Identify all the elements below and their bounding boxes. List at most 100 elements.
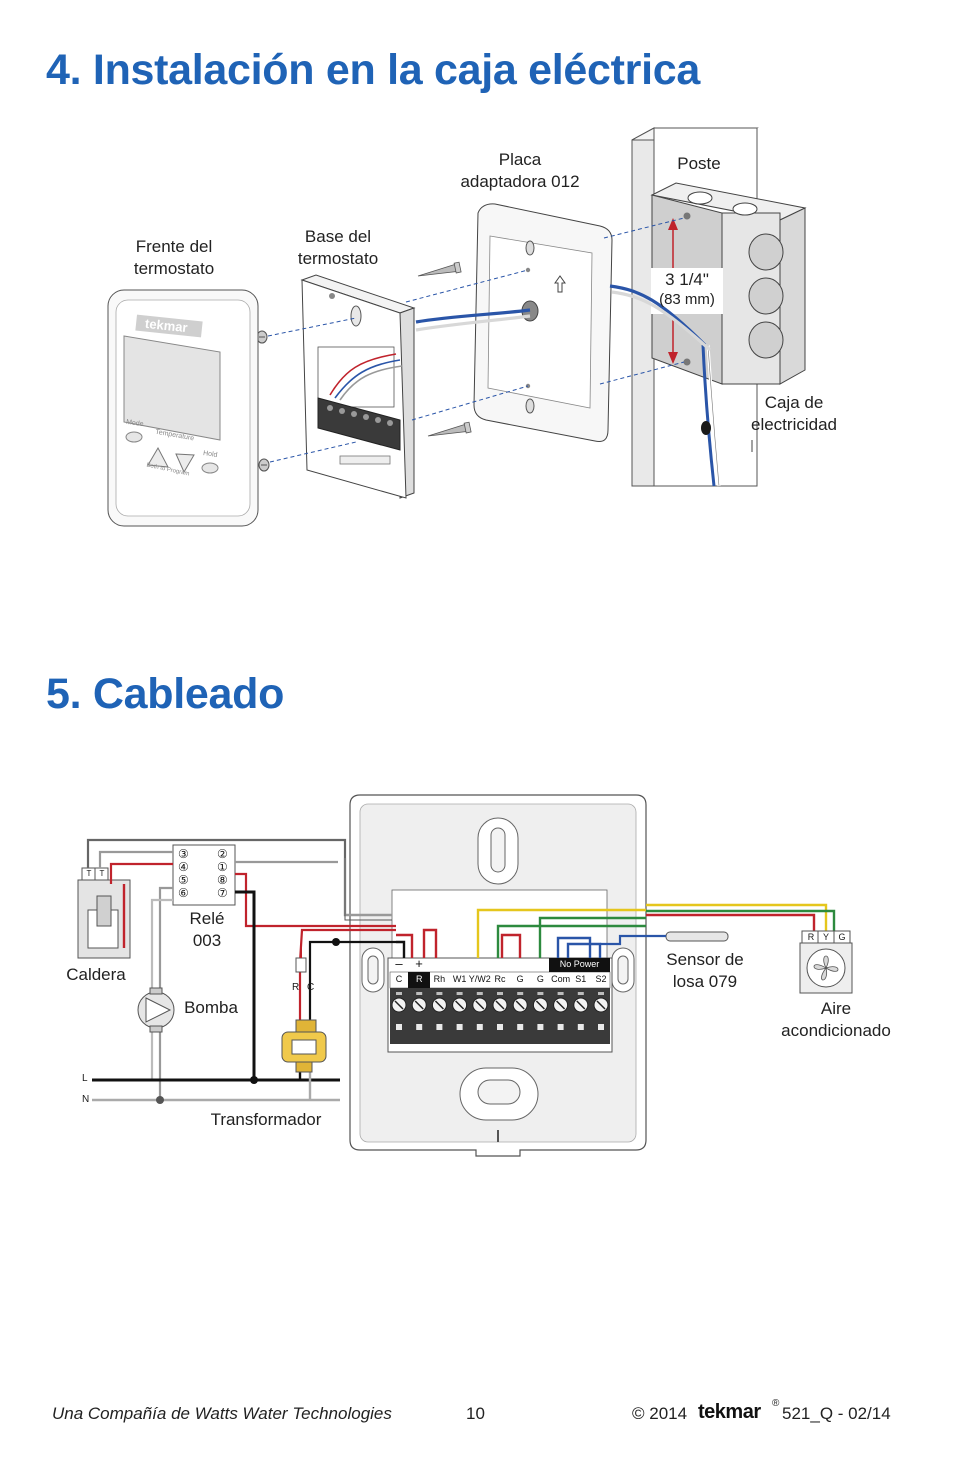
relay-label: Relé 003 [178, 908, 236, 952]
junction-dot-line [250, 1076, 258, 1084]
section-4-heading: 4. Instalación en la caja eléctrica [46, 46, 700, 95]
footer-copyright: © 2014 [632, 1404, 688, 1423]
terminal-screw-slot [394, 1000, 404, 1010]
terminal-peg [557, 1024, 564, 1030]
terminal-pegs [396, 992, 604, 1030]
terminal-peg-top [456, 992, 463, 995]
terminal-screw-slot [414, 1000, 424, 1010]
footer-registered-mark: ® [772, 1398, 780, 1409]
adapter-plate-graphic [473, 203, 712, 442]
terminal-label: C [395, 974, 403, 984]
dimension-metric: (83 mm) [659, 291, 715, 308]
ac-label-line2: acondicionado [781, 1021, 891, 1040]
terminal-peg [436, 1024, 443, 1030]
ac-term-g: G [838, 932, 846, 942]
section-4-title: Instalación en la caja eléctrica [92, 46, 700, 94]
footer-page-number: 10 [466, 1404, 485, 1423]
terminal-screw-slot [495, 1000, 505, 1010]
sensor-label-line1: Sensor de [666, 950, 744, 969]
dimension-arrow [651, 218, 723, 364]
terminal-screw-slot [576, 1000, 586, 1010]
transformer-term-r: R [292, 982, 300, 993]
terminal-label: Rh [433, 974, 446, 984]
terminal-label: S2 [595, 974, 607, 984]
terminal-peg [577, 1024, 584, 1030]
terminal-label: G [516, 974, 524, 984]
terminal-label: R [415, 974, 423, 984]
post-label: Poste [677, 154, 721, 173]
thermostat-front-graphic [107, 289, 259, 527]
base-label: Base del termostato [278, 226, 398, 270]
relay-label-line2: 003 [192, 931, 222, 950]
thermostat-base-graphic [300, 274, 531, 499]
terminal-peg-top [537, 992, 544, 995]
terminal-peg-top [476, 992, 483, 995]
terminal-label: S1 [575, 974, 587, 984]
ac-wires [646, 903, 836, 932]
relay-graphic [172, 844, 236, 906]
footer-brand-logo: tekmar [698, 1401, 761, 1423]
no-power-label: No Power [559, 959, 600, 969]
terminal-screw-slot [475, 1000, 485, 1010]
ac-label: Aire acondicionado [766, 998, 906, 1042]
base-label-line1: Base del [304, 227, 372, 246]
line-label-l: L [82, 1073, 88, 1084]
section-4-number: 4. [46, 46, 82, 94]
box-label: Caja de electricidad [736, 392, 852, 436]
relay-terminal: ⑦ [217, 886, 228, 900]
terminal-peg-top [497, 992, 503, 995]
junction-dot-neutral [156, 1096, 164, 1104]
transformer-label: Transformador [210, 1110, 322, 1129]
terminal-peg-top [396, 992, 402, 995]
fuse-graphic [295, 944, 307, 973]
relay-terminal: ① [217, 860, 228, 874]
ac-label-line1: Aire [820, 999, 852, 1018]
external-wires [86, 838, 396, 1102]
front-label-line1: Frente del [135, 237, 213, 256]
boiler-term-2: T [99, 869, 105, 878]
terminal-screw-slot [434, 1000, 444, 1010]
dimension-label: 3 1/4" (83 mm) [652, 270, 722, 310]
plate-label-line1: Placa [498, 150, 542, 169]
box-label-line2: electricidad [751, 415, 837, 434]
ac-term-r: R [807, 932, 815, 942]
junction-dot-common [332, 938, 340, 946]
terminal-label: G [536, 974, 544, 984]
front-label: Frente del termostato [112, 236, 236, 280]
sensor-label-line2: losa 079 [672, 972, 738, 991]
terminal-label: Y/W2 [468, 974, 491, 984]
screw-icons [256, 261, 472, 472]
internal-wires [343, 858, 646, 958]
boiler-term-1: T [86, 869, 92, 878]
footer-doc-code: 521_Q - 02/14 [782, 1404, 891, 1423]
dimension-value: 3 1/4" [665, 270, 709, 289]
relay-label-line1: Relé [189, 909, 225, 928]
terminal-screw-slot [515, 1000, 525, 1010]
boiler-graphic [77, 867, 131, 959]
polarity-plus: + [415, 956, 423, 971]
terminal-peg [456, 1024, 463, 1030]
terminal-screw-slot [455, 1000, 465, 1010]
terminal-peg-top [557, 992, 564, 995]
relay-terminal: ⑧ [217, 873, 228, 887]
terminal-peg [396, 1024, 402, 1030]
terminal-screw-slot [535, 1000, 545, 1010]
section-5-heading: 5. Cableado [46, 670, 284, 719]
terminal-peg-top [436, 992, 443, 995]
polarity-minus: – [395, 956, 403, 971]
footer-company: Una Compañía de Watts Water Technologies [52, 1404, 392, 1423]
ac-term-y: Y [822, 932, 829, 942]
relay-terminal: ③ [178, 847, 189, 861]
terminal-peg-top [598, 992, 604, 995]
plate-label-line2: adaptadora 012 [460, 172, 580, 191]
pump-graphic [137, 987, 175, 1033]
terminal-peg [537, 1024, 544, 1030]
terminal-screws [391, 997, 609, 1013]
box-label-line1: Caja de [764, 393, 824, 412]
installation-diagram [107, 127, 807, 527]
section-5-title: Cableado [92, 670, 285, 718]
terminal-peg-top [416, 992, 423, 995]
terminal-screw-slot [596, 1000, 606, 1010]
terminal-peg [476, 1024, 483, 1030]
